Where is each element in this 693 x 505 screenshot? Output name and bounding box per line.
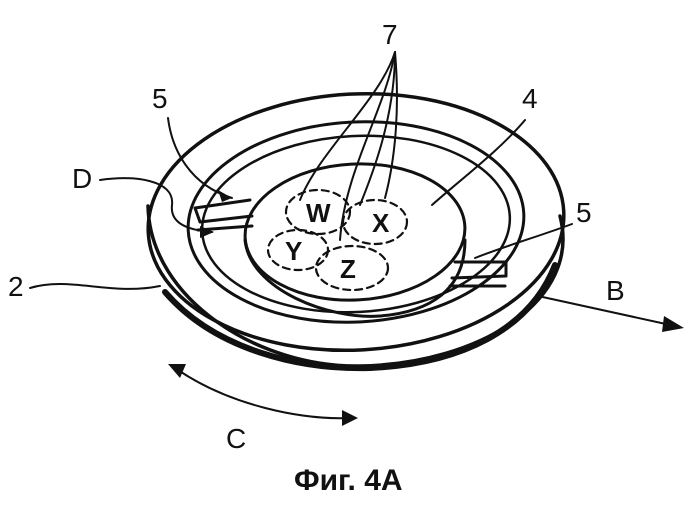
label-b: B <box>606 275 625 306</box>
zone-y-label: Y <box>285 236 302 266</box>
ref-7-label: 7 <box>382 19 398 50</box>
figure-caption: Фиг. 4А <box>294 464 403 497</box>
arrow-c-head-left <box>168 364 186 378</box>
zone-z-label: Z <box>340 254 356 284</box>
label-d: D <box>72 163 92 194</box>
ref-4-label: 4 <box>522 83 538 114</box>
arrow-b-head <box>662 316 684 332</box>
label-d-leader <box>100 178 212 232</box>
zone-x-label: X <box>372 208 390 238</box>
arrow-c-curve <box>178 370 350 418</box>
arrow-c-head-right <box>342 410 358 426</box>
ref-2-leader <box>30 284 160 289</box>
ref-5-right-label: 5 <box>576 197 592 228</box>
ref-5-left-arrowhead <box>218 190 232 202</box>
ref-5-left-label: 5 <box>152 83 168 114</box>
zone-w-label: W <box>306 198 331 228</box>
ref-2-label: 2 <box>8 271 24 302</box>
label-c: C <box>226 423 246 454</box>
groove-outer-edge <box>183 113 529 330</box>
